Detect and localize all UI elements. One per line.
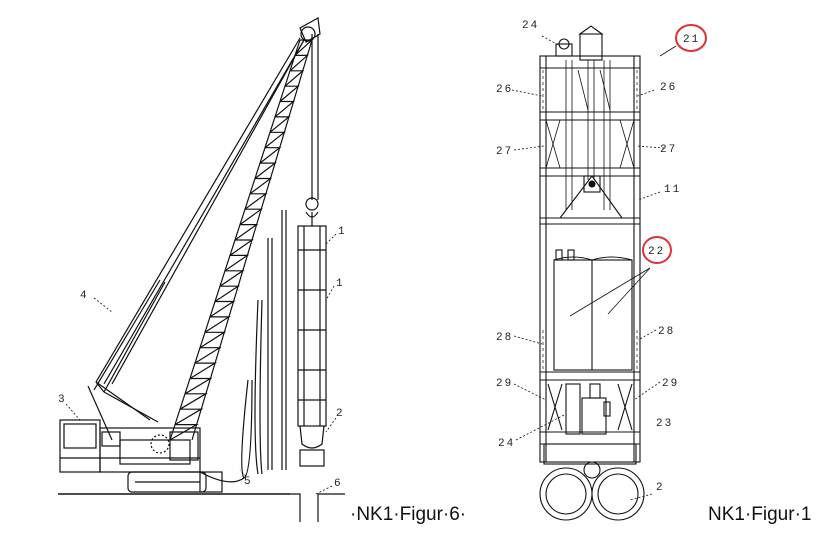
hanging-hoses <box>199 210 287 483</box>
label-28-right: 28 <box>658 326 675 338</box>
ground-step-right <box>317 493 345 522</box>
label-26-left: 26 <box>496 84 513 96</box>
crane-body <box>59 419 201 473</box>
label-4: 4 <box>80 290 89 302</box>
label-24-top: 24 <box>522 20 539 32</box>
hoist-rope <box>305 34 319 226</box>
counterweight <box>63 423 97 449</box>
label-29-right: 29 <box>662 378 679 390</box>
label-21: 21 <box>683 34 700 46</box>
highlight-22 <box>642 236 672 264</box>
label-23: 23 <box>656 418 673 430</box>
crane-figure <box>58 17 345 522</box>
crane-boom <box>169 39 314 441</box>
pile-driver-frame <box>297 225 327 467</box>
label-27-right: 27 <box>660 144 677 156</box>
drum-wheels <box>539 443 645 521</box>
label-22: 22 <box>648 246 665 258</box>
label-2-drum: 2 <box>656 482 665 494</box>
label-26-right: 26 <box>660 82 677 94</box>
pendant-lines <box>87 37 305 441</box>
right-leader-lines <box>511 35 665 501</box>
top-bay-rods <box>565 60 611 210</box>
caption-figure-1: NK1·Figur·1 <box>708 504 812 525</box>
left-labels: 1 1 2 3 4 5 6 <box>58 226 347 490</box>
triangle-support <box>558 175 624 219</box>
right-labels: 24 21 26 26 27 27 11 22 28 28 29 29 23 2… <box>496 20 700 494</box>
label-11: 11 <box>664 184 681 196</box>
arrow-lines <box>569 45 677 317</box>
label-24-bottom: 24 <box>498 438 515 450</box>
label-1-top: 1 <box>338 226 347 238</box>
left-leader-lines <box>65 233 337 495</box>
highlight-21 <box>675 24 707 52</box>
top-cylinder <box>555 25 604 61</box>
side-dashes <box>542 70 638 370</box>
central-tank <box>553 249 633 371</box>
cross-braces-27 <box>545 119 635 169</box>
boom-tip <box>299 17 321 43</box>
label-27-left: 27 <box>496 146 513 158</box>
ground-step <box>290 493 301 522</box>
label-28-left: 28 <box>496 332 513 344</box>
caption-figure-6: ·NK1·Figur·6· <box>350 504 467 525</box>
label-29-left: 29 <box>496 378 513 390</box>
label-3: 3 <box>58 394 67 406</box>
label-2: 2 <box>336 408 345 420</box>
frame-figure <box>511 25 677 521</box>
label-6: 6 <box>334 478 343 490</box>
label-5: 5 <box>244 476 253 488</box>
lower-equipment <box>547 383 633 435</box>
label-1-bottom: 1 <box>336 278 345 290</box>
highlight-circles <box>642 24 707 264</box>
crawler-track <box>127 471 223 493</box>
